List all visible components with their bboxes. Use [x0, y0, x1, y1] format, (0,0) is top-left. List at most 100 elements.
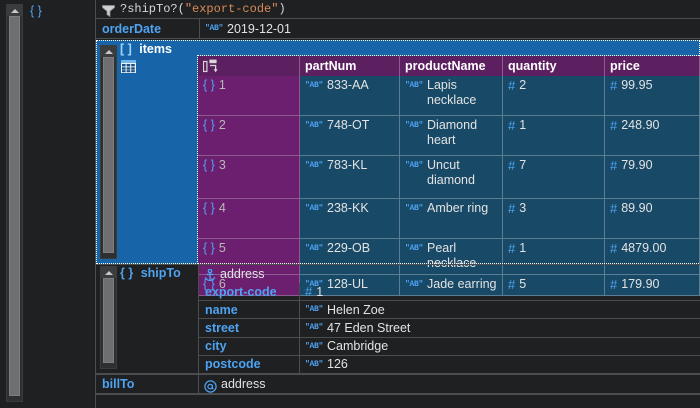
row-orderDate[interactable]: orderDate "AB" 2019-12-01: [96, 19, 700, 39]
grid-cell-price[interactable]: #79.90: [605, 156, 700, 199]
filter-expr-part-1: "export-code": [185, 2, 279, 16]
grid-row-index[interactable]: { } 4: [198, 199, 300, 239]
grid-cell-partNum[interactable]: "AB"748-OT: [300, 116, 400, 156]
scrollbar-thumb[interactable]: [9, 16, 20, 396]
cell-value: 229-OB: [327, 241, 370, 256]
row-bracket: { }: [203, 158, 215, 172]
cell-value: 3: [519, 201, 526, 216]
cell-value: 99.95: [621, 78, 652, 93]
string-type-token: "AB": [405, 118, 423, 133]
grid-cell-partNum[interactable]: "AB"783-KL: [300, 156, 400, 199]
number-type-token: #: [610, 78, 617, 93]
root-braces: { }: [30, 4, 42, 18]
outer-vertical-scrollbar[interactable]: [6, 4, 23, 402]
grid-cell-productName[interactable]: "AB" Uncut diamond: [400, 156, 503, 199]
string-type-token: "AB": [405, 158, 423, 173]
grid-row-index[interactable]: { }3: [198, 156, 300, 199]
row-bracket: { }: [203, 78, 215, 92]
grid-cell-quantity[interactable]: #2: [503, 76, 605, 116]
shipTo-field-value-cell[interactable]: "AB"Helen Zoe: [300, 301, 700, 318]
shipTo-key-label-wrap[interactable]: { } shipTo: [120, 264, 198, 283]
grid-cell-price[interactable]: #248.90: [605, 116, 700, 156]
scrollbar-thumb[interactable]: [103, 278, 114, 363]
filter-expression[interactable]: ?shipTo?("export-code"): [120, 2, 286, 16]
root-node-label[interactable]: { }: [30, 3, 90, 19]
grid-cell-quantity[interactable]: #1: [503, 116, 605, 156]
row-bracket: { }: [203, 241, 215, 255]
cell-value: 248.90: [621, 118, 659, 133]
shipTo-field-key: export-code: [205, 285, 277, 299]
shipTo-field-key: street: [205, 321, 239, 335]
billTo-value: address: [221, 377, 265, 391]
shipto-vertical-scrollbar[interactable]: [100, 266, 117, 369]
grid-cell-quantity[interactable]: #3: [503, 199, 605, 239]
string-type-token: "AB": [405, 201, 423, 216]
shipTo-field-value: Cambridge: [327, 339, 388, 353]
items-grid[interactable]: partNumproductNamequantityprice{ }1"AB"8…: [198, 56, 700, 264]
filter-bar[interactable]: ?shipTo?("export-code"): [96, 0, 700, 19]
shipTo-field-value-cell[interactable]: #1: [300, 283, 700, 300]
column-header-price[interactable]: price: [605, 56, 700, 76]
grid-cell-productName[interactable]: "AB"Lapis necklace: [400, 76, 503, 116]
scrollbar-thumb[interactable]: [103, 57, 114, 253]
grid-cell-productName[interactable]: "AB" Amber ring: [400, 199, 503, 239]
billTo-key-cell[interactable]: billTo: [96, 375, 199, 393]
shipTo-field-value-cell[interactable]: "AB"126: [300, 356, 700, 373]
number-type-token: #: [508, 78, 515, 93]
shipTo-value-cell[interactable]: address: [199, 264, 700, 283]
grid-cell-quantity[interactable]: #7: [503, 156, 605, 199]
billTo-value-cell[interactable]: address: [199, 375, 700, 393]
column-header-productName[interactable]: productName: [400, 56, 503, 76]
orderDate-key-cell[interactable]: orderDate: [96, 19, 200, 38]
shipTo-field-key-cell[interactable]: name: [199, 301, 300, 318]
shipTo-value: address: [220, 267, 264, 281]
row-index-label: 4: [219, 201, 226, 215]
cell-value: 4879.00: [621, 241, 666, 256]
grid-row-index[interactable]: { }2: [198, 116, 300, 156]
grid-view-icon[interactable]: [121, 60, 137, 74]
shipTo-field-key-cell[interactable]: export-code: [199, 283, 300, 300]
grid-cell-partNum[interactable]: "AB"833-AA: [300, 76, 400, 116]
shipTo-field-row[interactable]: city"AB"Cambridge: [199, 338, 700, 356]
string-type-token: "AB": [305, 323, 323, 332]
cell-value: 748-OT: [327, 118, 369, 133]
grid-row-index[interactable]: { }1: [198, 76, 300, 116]
items-vertical-scrollbar[interactable]: [100, 45, 117, 259]
shipTo-field-row[interactable]: name"AB"Helen Zoe: [199, 301, 700, 319]
shipTo-field-row[interactable]: postcode"AB"126: [199, 356, 700, 374]
shipTo-top-separator: [96, 264, 700, 265]
column-header-label: partNum: [305, 59, 356, 73]
cell-value: 1: [519, 118, 526, 133]
scroll-up-arrow-icon[interactable]: [101, 267, 116, 278]
scroll-up-arrow-icon[interactable]: [101, 46, 116, 57]
number-type-token: #: [610, 158, 617, 173]
string-type-token: "AB": [305, 360, 323, 369]
shipTo-field-value-cell[interactable]: "AB"Cambridge: [300, 338, 700, 355]
scroll-up-arrow-icon[interactable]: [7, 5, 22, 16]
cell-value: Amber ring: [427, 201, 488, 216]
shipTo-field-value: Helen Zoe: [327, 303, 385, 317]
column-header-quantity[interactable]: quantity: [503, 56, 605, 76]
grid-cell-partNum[interactable]: "AB"238-KK: [300, 199, 400, 239]
at-icon: [204, 380, 217, 393]
orderDate-value-cell[interactable]: "AB" 2019-12-01: [200, 19, 700, 38]
shipTo-field-row[interactable]: export-code #1: [199, 283, 700, 301]
row-bracket: { }: [203, 201, 215, 215]
shipTo-column-divider: [198, 264, 199, 374]
shipTo-field-row[interactable]: street "AB"47 Eden Street: [199, 319, 700, 337]
grid-cell-price[interactable]: #89.90: [605, 199, 700, 239]
shipTo-field-key-cell[interactable]: city: [199, 338, 300, 355]
column-header-partNum[interactable]: partNum: [300, 56, 400, 76]
shipTo-field-key-cell[interactable]: street: [199, 319, 300, 336]
shipTo-field-key-cell[interactable]: postcode: [199, 356, 300, 373]
cell-value: Uncut diamond: [427, 158, 502, 188]
cell-value: 238-KK: [327, 201, 369, 216]
grid-cell-price[interactable]: #99.95: [605, 76, 700, 116]
grid-cell-productName[interactable]: "AB"Diamond heart: [400, 116, 503, 156]
anchor-icon: [204, 269, 216, 282]
grid-corner-pivot-button[interactable]: [198, 56, 300, 76]
cell-value: Lapis necklace: [427, 78, 502, 108]
row-billTo[interactable]: billTo address: [96, 374, 700, 394]
shipTo-field-value-cell[interactable]: "AB"47 Eden Street: [300, 319, 700, 336]
